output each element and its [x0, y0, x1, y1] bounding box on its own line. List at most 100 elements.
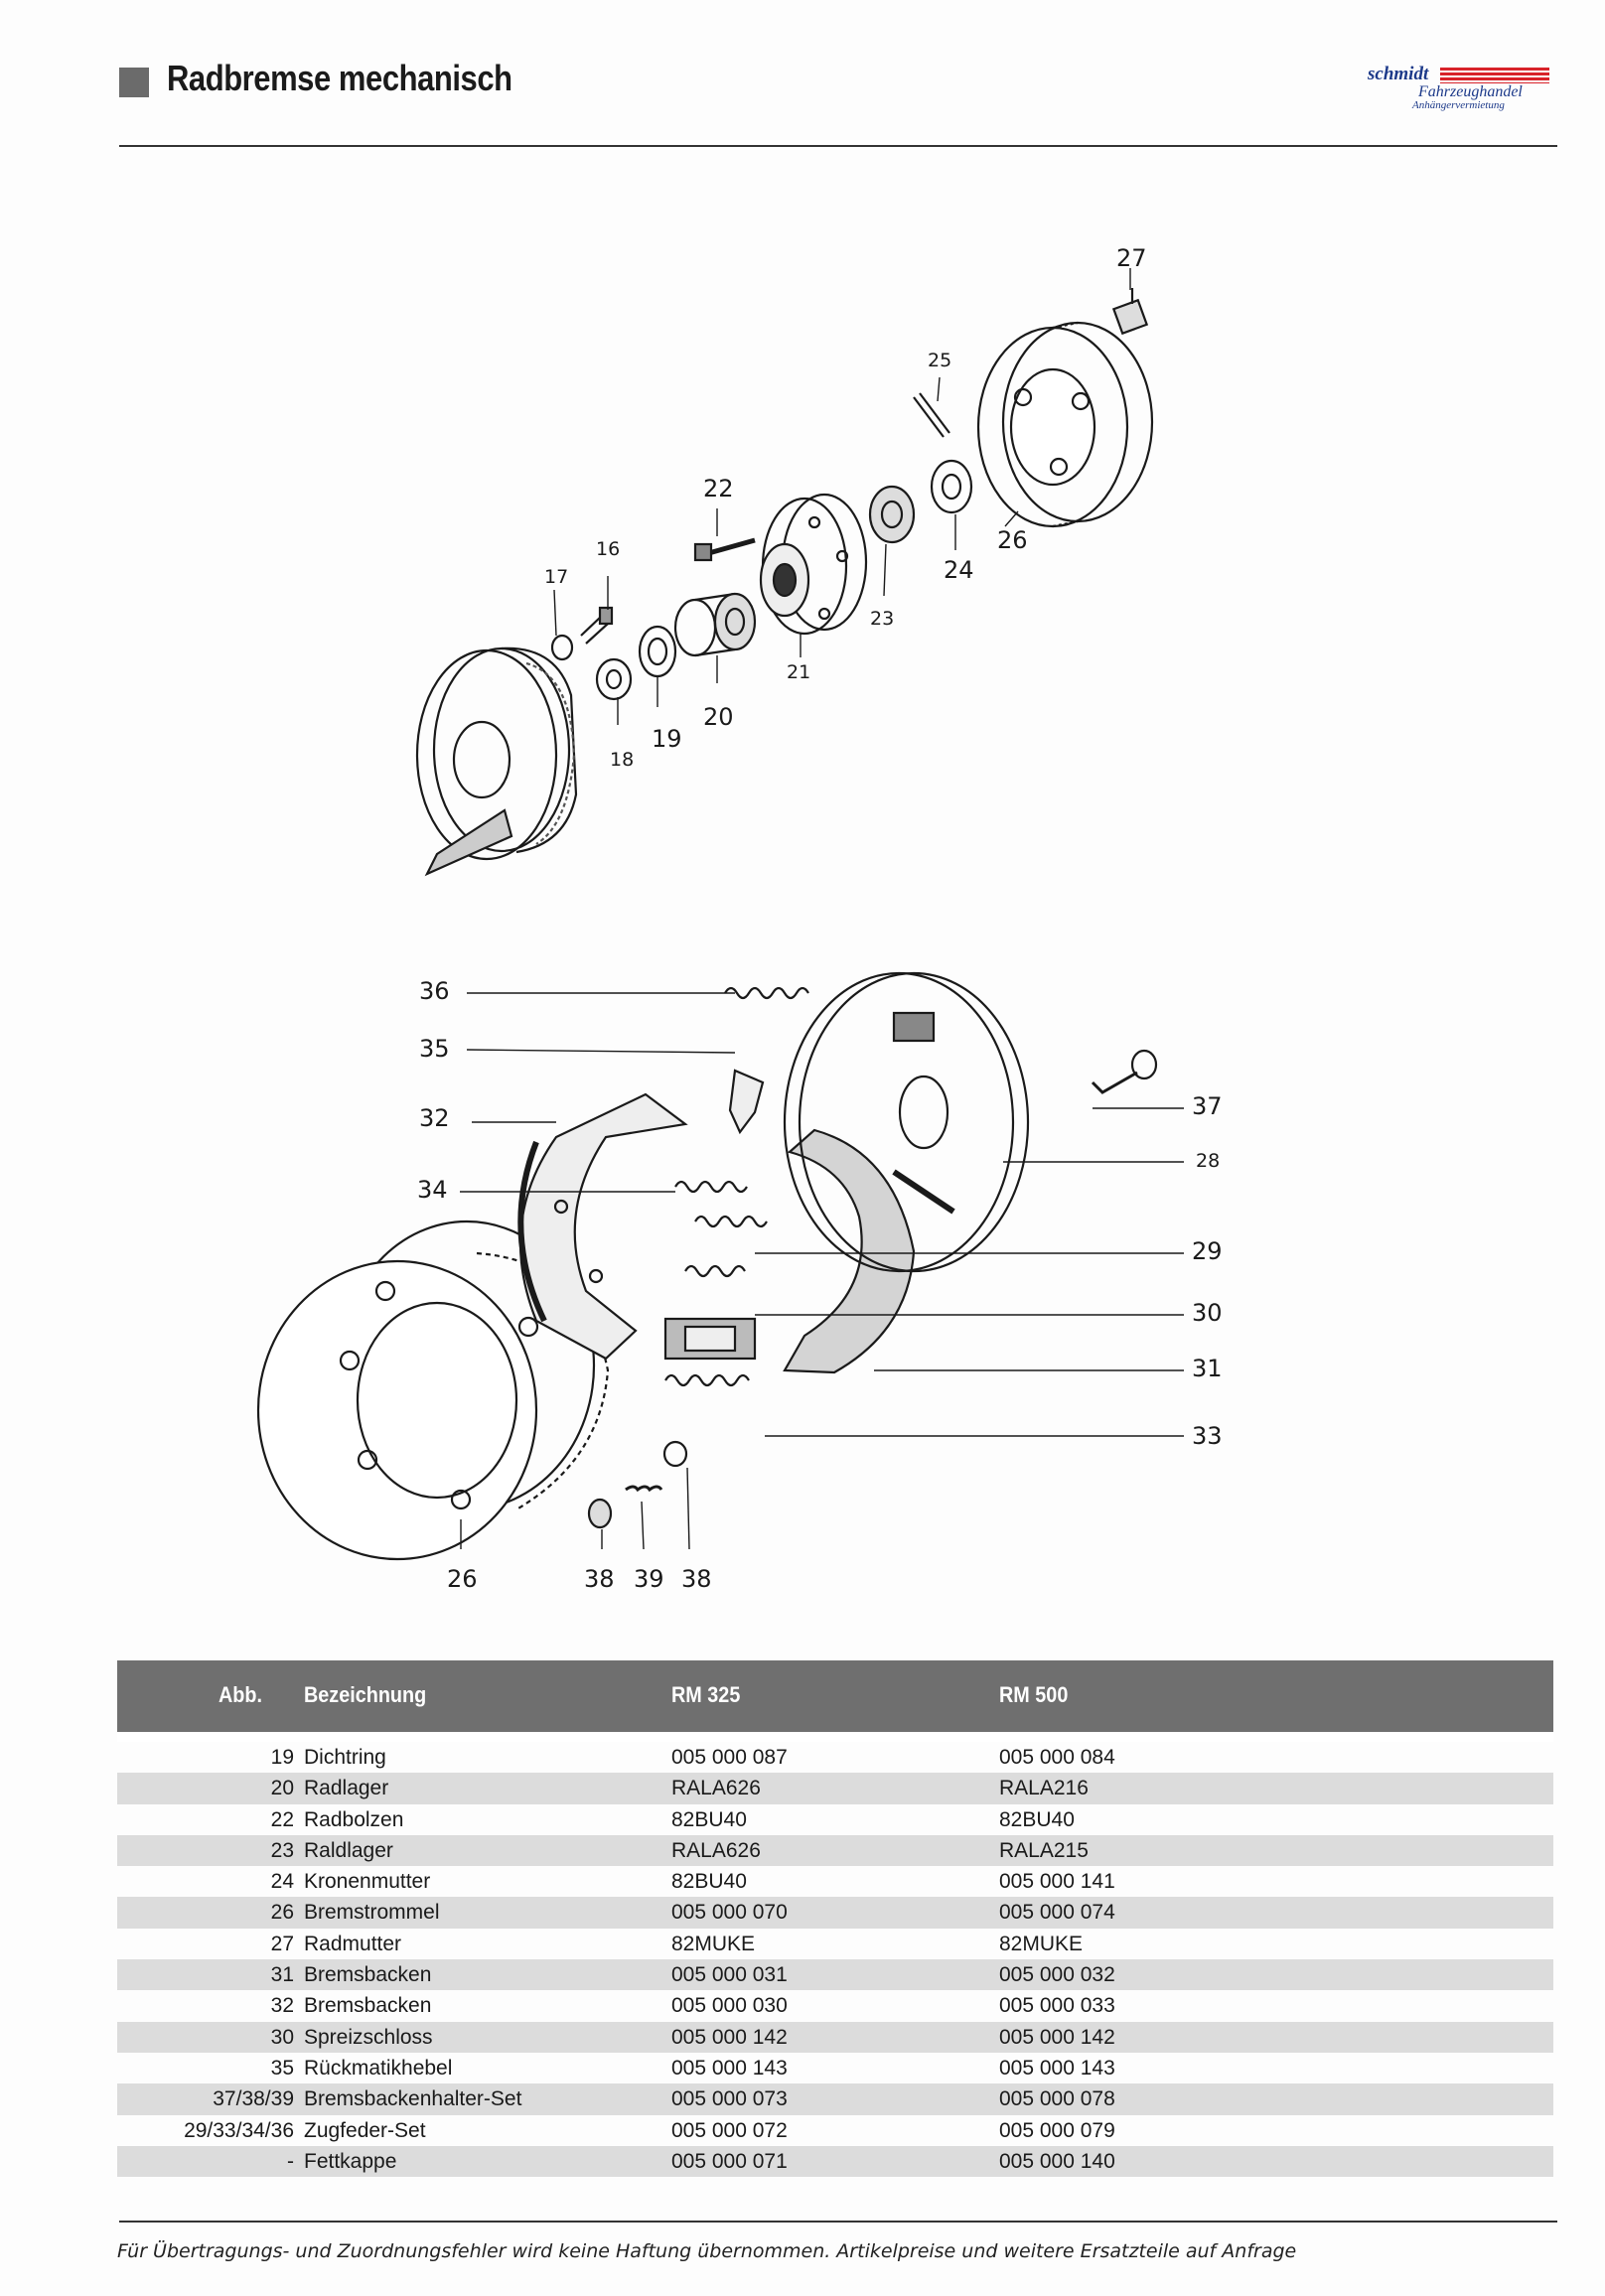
- cell-rm500: 82MUKE: [999, 1932, 1084, 1955]
- holder-parts-drawing: [587, 1440, 688, 1529]
- cell-rm500: 005 000 074: [999, 1901, 1115, 1925]
- page-title: Radbremse mechanisch: [167, 58, 512, 98]
- cell-rm500: 005 000 142: [999, 2025, 1115, 2049]
- table-row: 32 Bremsbacken 005 000 030 005 000 033: [117, 1990, 1553, 2021]
- callout-25: 25: [928, 350, 952, 371]
- exploded-parts-diagram: 27 25 22 16 17 26 24 23 21 18 19 20 36 3…: [0, 179, 1605, 1609]
- cell-rm325: 005 000 030: [671, 1994, 788, 2018]
- return-lever-drawing: [728, 1069, 765, 1135]
- cell-rm325: 005 000 087: [671, 1746, 788, 1769]
- seal-ring-drawing: [550, 625, 677, 701]
- callout-31: 31: [1192, 1355, 1223, 1382]
- col-header-bezeichnung: Bezeichnung: [304, 1682, 427, 1707]
- cell-bezeichnung: Rückmatikhebel: [304, 2056, 453, 2080]
- callout-19: 19: [652, 725, 682, 753]
- cell-rm325: 005 000 071: [671, 2149, 788, 2173]
- callout-28: 28: [1196, 1150, 1221, 1172]
- bolt-small-drawing: [580, 606, 614, 645]
- expander-lock-drawing: [663, 1317, 757, 1361]
- cell-bezeichnung: Radbolzen: [304, 1807, 404, 1831]
- castle-nut-drawing: [930, 459, 973, 514]
- logo-line3: Anhängervermietung: [1412, 99, 1505, 111]
- callout-20: 20: [703, 703, 734, 731]
- cell-bezeichnung: Bremsbacken: [304, 1963, 432, 1987]
- cell-abb: 30: [270, 2025, 294, 2049]
- cell-rm500: RALA215: [999, 1838, 1089, 1862]
- col-header-abb: Abb.: [219, 1682, 263, 1707]
- cell-rm325: 005 000 072: [671, 2118, 788, 2142]
- brake-drum-upper-drawing: [976, 321, 1154, 528]
- logo-wordmark: schmidt: [1368, 64, 1429, 84]
- cell-abb: 19: [270, 1746, 294, 1769]
- footer-divider: [119, 2221, 1557, 2223]
- cell-bezeichnung: Kronenmutter: [304, 1870, 431, 1894]
- cell-rm500: 005 000 143: [999, 2056, 1115, 2080]
- cell-rm500: 82BU40: [999, 1807, 1075, 1831]
- cell-bezeichnung: Dichtring: [304, 1746, 386, 1769]
- cell-rm325: RALA626: [671, 1777, 761, 1800]
- cell-rm325: 82BU40: [671, 1870, 747, 1894]
- cell-bezeichnung: Radlager: [304, 1777, 389, 1800]
- wheel-hub-drawing: [759, 493, 868, 636]
- wheel-bolt-drawing: [693, 537, 756, 562]
- cell-abb: 37/38/39: [213, 2087, 294, 2111]
- parts-table: Abb. Bezeichnung RM 325 RM 500 19 Dichtri…: [117, 1660, 1553, 2178]
- table-row: 22 Radbolzen 82BU40 82BU40: [117, 1804, 1553, 1835]
- callout-34: 34: [417, 1176, 448, 1204]
- cell-abb: 23: [270, 1838, 294, 1862]
- callout-16: 16: [596, 538, 621, 560]
- callout-38-left: 38: [584, 1565, 615, 1593]
- cell-rm325: 82BU40: [671, 1807, 747, 1831]
- callout-33: 33: [1192, 1422, 1223, 1450]
- footer-disclaimer: Für Übertragungs- und Zuordnungsfehler w…: [117, 2240, 1297, 2262]
- wheel-nut-drawing: [1111, 288, 1149, 336]
- callout-35: 35: [419, 1035, 450, 1063]
- title-marker: [119, 68, 149, 97]
- callout-39: 39: [634, 1565, 664, 1593]
- callout-26-bottom: 26: [447, 1565, 478, 1593]
- cell-bezeichnung: Bremsbacken: [304, 1994, 432, 2018]
- backplate-lower-drawing: [783, 971, 1030, 1273]
- logo-stripes: [1440, 68, 1549, 83]
- brake-shoe-left-drawing: [517, 1092, 688, 1361]
- cell-abb: 31: [270, 1963, 294, 1987]
- parts-drawing: [256, 268, 1184, 1561]
- cell-abb: -: [287, 2149, 294, 2173]
- col-header-rm325: RM 325: [671, 1682, 741, 1707]
- cell-rm500: 005 000 032: [999, 1963, 1115, 1987]
- callout-22: 22: [703, 475, 734, 502]
- cell-rm500: 005 000 033: [999, 1994, 1115, 2018]
- cell-rm500: 005 000 078: [999, 2087, 1115, 2111]
- cell-abb: 29/33/34/36: [184, 2118, 294, 2142]
- callout-37: 37: [1192, 1092, 1223, 1120]
- cell-bezeichnung: Bremsbackenhalter-Set: [304, 2087, 522, 2111]
- logo-line2: Fahrzeughandel: [1418, 83, 1523, 100]
- brake-shoe-right-drawing: [783, 1128, 916, 1374]
- cell-rm500: 005 000 079: [999, 2118, 1115, 2142]
- cell-rm325: 005 000 070: [671, 1901, 788, 1925]
- cell-bezeichnung: Spreizschloss: [304, 2025, 433, 2049]
- table-row: 37/38/39 Bremsbackenhalter-Set 005 000 073…: [117, 2083, 1553, 2115]
- cell-abb: 26: [270, 1901, 294, 1925]
- outer-bearing-drawing: [868, 485, 916, 544]
- springs-drawing: [664, 986, 809, 1387]
- cell-abb: 22: [270, 1807, 294, 1831]
- header-divider: [119, 145, 1557, 147]
- cell-abb: 32: [270, 1994, 294, 2018]
- table-header: Abb. Bezeichnung RM 325 RM 500: [117, 1660, 1553, 1732]
- callout-21: 21: [787, 661, 811, 683]
- callout-24: 24: [944, 556, 974, 584]
- callout-30: 30: [1192, 1299, 1223, 1327]
- brake-backplate-drawing: [415, 646, 578, 877]
- cell-bezeichnung: Zugfeder-Set: [304, 2118, 426, 2142]
- cell-rm325: 005 000 073: [671, 2087, 788, 2111]
- table-row: 31 Bremsbacken 005 000 031 005 000 032: [117, 1959, 1553, 1991]
- cell-abb: 27: [270, 1932, 294, 1955]
- table-row: 29/33/34/36 Zugfeder-Set 005 000 072 005 00…: [117, 2115, 1553, 2146]
- cell-rm325: 005 000 031: [671, 1963, 788, 1987]
